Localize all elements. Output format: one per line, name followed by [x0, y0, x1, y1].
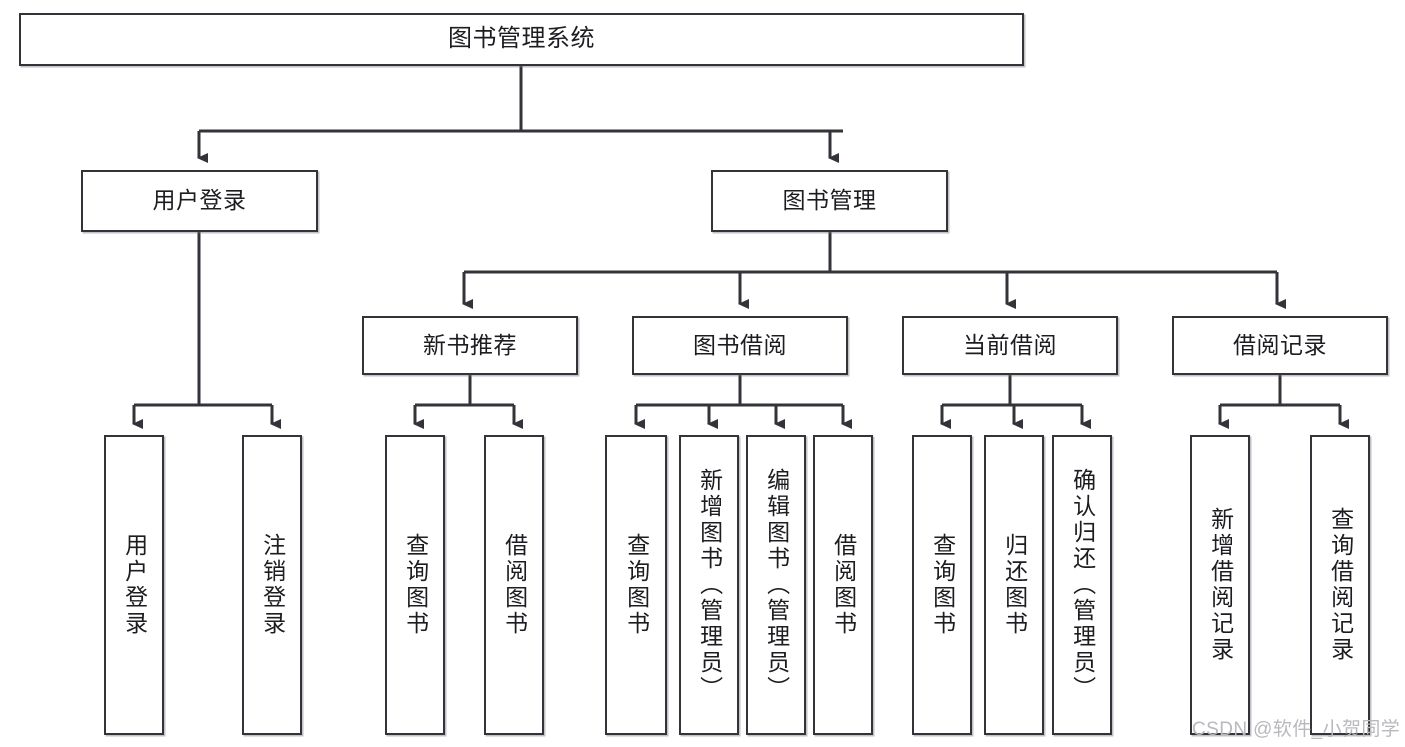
- leaf-borrow-add-book-label: 新增图书（管理员）: [696, 468, 723, 702]
- leaf-user-login[interactable]: 用户登录: [104, 435, 164, 735]
- leaf-borrow-add-book[interactable]: 新增图书（管理员）: [679, 435, 739, 735]
- node-borrow-record-label: 借阅记录: [1233, 331, 1327, 358]
- node-book-borrow-label: 图书借阅: [693, 331, 787, 358]
- leaf-newbook-borrow-book[interactable]: 借阅图书: [484, 435, 544, 735]
- leaf-record-query-record[interactable]: 查询借阅记录: [1310, 435, 1370, 735]
- leaf-current-query-book[interactable]: 查询图书: [912, 435, 972, 735]
- node-book-borrow[interactable]: 图书借阅: [632, 316, 848, 375]
- node-borrow-record[interactable]: 借阅记录: [1172, 316, 1388, 375]
- node-user-login-module-label: 用户登录: [152, 187, 247, 214]
- node-current-borrow[interactable]: 当前借阅: [902, 316, 1118, 375]
- node-root-label: 图书管理系统: [448, 25, 595, 53]
- watermark: CSDN @软件_小贺同学: [1192, 719, 1401, 740]
- leaf-user-logout-label: 注销登录: [259, 533, 286, 637]
- leaf-current-query-book-label: 查询图书: [929, 533, 956, 637]
- leaf-current-confirm-return[interactable]: 确认归还（管理员）: [1052, 435, 1112, 735]
- leaf-current-confirm-return-label: 确认归还（管理员）: [1069, 468, 1096, 702]
- leaf-current-return-book-label: 归还图书: [1001, 533, 1028, 637]
- node-book-management-module[interactable]: 图书管理: [711, 170, 948, 232]
- leaf-borrow-edit-book-label: 编辑图书（管理员）: [763, 468, 790, 702]
- leaf-record-add-record-label: 新增借阅记录: [1207, 507, 1234, 663]
- node-book-management-module-label: 图书管理: [782, 187, 877, 214]
- leaf-current-return-book[interactable]: 归还图书: [984, 435, 1044, 735]
- leaf-user-logout[interactable]: 注销登录: [242, 435, 302, 735]
- leaf-newbook-query-book[interactable]: 查询图书: [385, 435, 445, 735]
- node-new-book-recommend-label: 新书推荐: [423, 331, 517, 358]
- leaf-record-add-record[interactable]: 新增借阅记录: [1190, 435, 1250, 735]
- leaf-borrow-query-book[interactable]: 查询图书: [605, 435, 667, 735]
- leaf-borrow-borrow-book[interactable]: 借阅图书: [813, 435, 873, 735]
- node-new-book-recommend[interactable]: 新书推荐: [362, 316, 578, 375]
- node-user-login-module[interactable]: 用户登录: [81, 170, 318, 232]
- node-root[interactable]: 图书管理系统: [19, 13, 1024, 66]
- leaf-borrow-query-book-label: 查询图书: [623, 533, 650, 637]
- leaf-user-login-label: 用户登录: [121, 533, 148, 637]
- leaf-record-query-record-label: 查询借阅记录: [1327, 507, 1354, 663]
- node-current-borrow-label: 当前借阅: [963, 331, 1057, 358]
- leaf-borrow-edit-book[interactable]: 编辑图书（管理员）: [746, 435, 806, 735]
- leaf-newbook-borrow-book-label: 借阅图书: [501, 533, 528, 637]
- leaf-newbook-query-book-label: 查询图书: [402, 533, 429, 637]
- leaf-borrow-borrow-book-label: 借阅图书: [830, 533, 857, 637]
